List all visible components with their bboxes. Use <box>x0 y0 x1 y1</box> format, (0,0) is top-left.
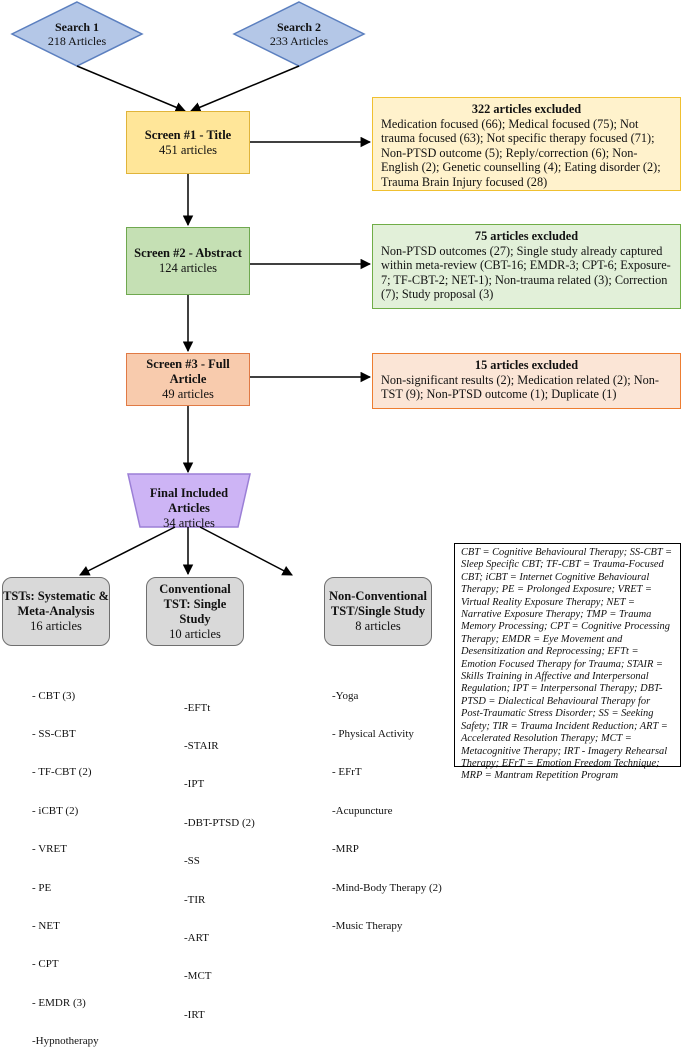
category-box-non-conventional: Non-Conventional TST/Single Study 8 arti… <box>324 577 432 646</box>
search-2: Search 2 233 Articles <box>254 20 344 48</box>
exclusion-box-2: 75 articles excluded Non-PTSD outcomes (… <box>372 224 681 309</box>
final-articles-title: Final Included Articles <box>149 486 229 515</box>
screen-2-title: Screen #2 - Abstract <box>134 246 242 260</box>
screen-2-count: 124 articles <box>159 261 217 275</box>
final-articles-trapezoid <box>127 473 251 528</box>
category-3-count: 8 articles <box>355 619 401 633</box>
screen-1-box: Screen #1 - Title 451 articles <box>126 111 250 174</box>
list-item: -IPT <box>184 778 205 791</box>
arrow-search2-screen1 <box>190 65 300 113</box>
list-item: -MCT <box>184 970 212 983</box>
list-item: - EMDR (3) <box>32 996 86 1009</box>
exclusion-box-3: 15 articles excluded Non-significant res… <box>372 353 681 409</box>
category-1-title: TSTs: Systematic & Meta-Analysis <box>3 589 109 618</box>
category-1-list: - CBT (3) - SS-CBT - TF-CBT (2) - iCBT (… <box>32 664 99 1061</box>
list-item: -Mind-Body Therapy (2) <box>332 881 442 894</box>
search-1-count: 218 Articles <box>47 34 107 48</box>
list-item: - CPT <box>32 958 59 971</box>
category-3-title: Non-Conventional TST/Single Study <box>329 589 427 618</box>
list-item: -ART <box>184 931 210 944</box>
exclusion-3-text: Non-significant results (2); Medication … <box>381 372 659 402</box>
list-item: -Acupuncture <box>332 804 393 817</box>
list-item: -IRT <box>184 1008 205 1021</box>
exclusion-1-title: 322 articles excluded <box>471 102 582 116</box>
arrow-final-cat1 <box>79 526 176 576</box>
category-2-title: Conventional TST: Single Study <box>159 581 231 626</box>
list-item: - EFrT <box>332 766 362 779</box>
list-item: -EFTt <box>184 701 211 714</box>
list-item: - CBT (3) <box>32 689 76 702</box>
list-item: - Physical Activity <box>332 727 414 740</box>
list-item: -MRP <box>332 843 359 856</box>
final-articles-count: 34 articles <box>163 516 215 530</box>
list-item: -SS <box>184 855 200 868</box>
search-1: Search 1 218 Articles <box>32 20 122 48</box>
screen-1-title: Screen #1 - Title <box>144 127 232 142</box>
arrow-search1-screen1 <box>76 65 186 113</box>
abbreviations-legend: CBT = Cognitive Behavioural Therapy; SS-… <box>454 543 681 781</box>
arrow-final-cat3 <box>199 526 293 576</box>
list-item: -STAIR <box>184 739 219 752</box>
category-2-count: 10 articles <box>169 626 221 641</box>
list-item: -Yoga <box>332 689 359 702</box>
list-item: - NET <box>32 919 60 932</box>
category-box-tst-systematic: TSTs: Systematic & Meta-Analysis 16 arti… <box>2 577 110 646</box>
search-1-title: Search 1 <box>54 20 100 34</box>
list-item: - VRET <box>32 843 67 856</box>
list-item: -DBT-PTSD (2) <box>184 816 255 829</box>
list-item: - iCBT (2) <box>32 804 79 817</box>
exclusion-2-text: Non-PTSD outcomes (27); Single study alr… <box>381 243 671 302</box>
category-1-count: 16 articles <box>30 619 82 633</box>
screen-3-title: Screen #3 - Full Article <box>146 357 230 386</box>
flowchart-connectors <box>10 1 372 576</box>
search-2-title: Search 2 <box>276 20 322 34</box>
list-item: -Music Therapy <box>332 919 403 932</box>
list-item: - PE <box>32 881 52 894</box>
category-2-list: -EFTt -STAIR -IPT -DBT-PTSD (2) -SS -TIR… <box>184 676 255 1034</box>
screen-3-count: 49 articles <box>162 387 214 401</box>
final-articles: Final Included Articles 34 articles <box>128 486 250 531</box>
search-2-count: 233 Articles <box>269 34 329 48</box>
list-item: -Hypnotherapy <box>32 1035 99 1048</box>
list-item: -TIR <box>184 893 206 906</box>
screen-3-box: Screen #3 - Full Article 49 articles <box>126 353 250 406</box>
exclusion-1-text: Medication focused (66); Medical focused… <box>381 116 661 189</box>
screen-2-box: Screen #2 - Abstract 124 articles <box>126 227 250 295</box>
list-item: - SS-CBT <box>32 727 76 740</box>
category-box-conventional: Conventional TST: Single Study 10 articl… <box>146 577 244 646</box>
exclusion-2-title: 75 articles excluded <box>474 229 579 243</box>
screen-1-count: 451 articles <box>159 142 217 157</box>
list-item: - TF-CBT (2) <box>32 766 92 779</box>
exclusion-box-1: 322 articles excluded Medication focused… <box>372 97 681 191</box>
category-3-list: -Yoga - Physical Activity - EFrT -Acupun… <box>332 664 442 946</box>
exclusion-3-title: 15 articles excluded <box>474 358 579 372</box>
